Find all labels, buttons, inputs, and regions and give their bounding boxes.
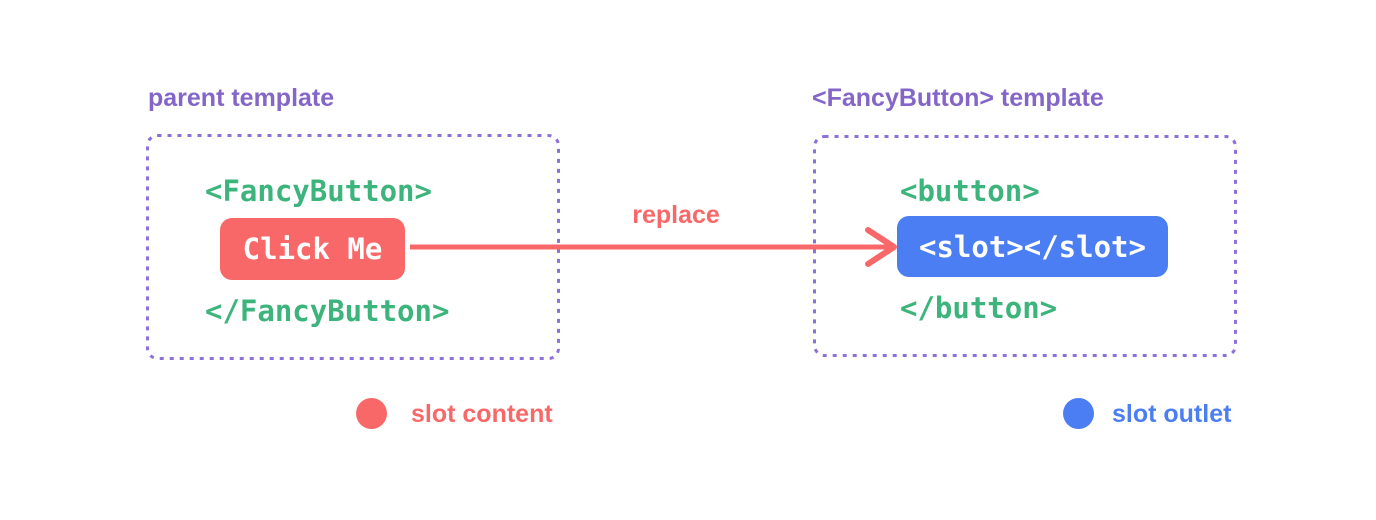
- click-me-button-label: Click Me: [242, 232, 383, 266]
- slot-outlet-dot-icon: [1063, 398, 1094, 429]
- replace-arrow-label: replace: [632, 201, 720, 229]
- click-me-button: Click Me: [220, 218, 405, 280]
- parent-template-box: [146, 134, 560, 360]
- parent-open-tag: <FancyButton>: [205, 174, 432, 208]
- button-close-tag: </button>: [900, 291, 1058, 325]
- button-open-tag: <button>: [900, 174, 1040, 208]
- slot-content-dot-icon: [356, 398, 387, 429]
- replace-arrow-head-icon: [865, 227, 897, 267]
- slot-outlet-pill-label: <slot></slot>: [919, 229, 1146, 264]
- parent-template-title: parent template: [148, 84, 335, 112]
- slot-outlet-pill: <slot></slot>: [897, 216, 1168, 277]
- fancybutton-template-title: <FancyButton> template: [812, 84, 1104, 112]
- slot-content-label: slot content: [411, 400, 553, 428]
- parent-close-tag: </FancyButton>: [205, 294, 450, 328]
- fancybutton-template-box: [813, 135, 1237, 357]
- slot-outlet-label: slot outlet: [1112, 400, 1232, 428]
